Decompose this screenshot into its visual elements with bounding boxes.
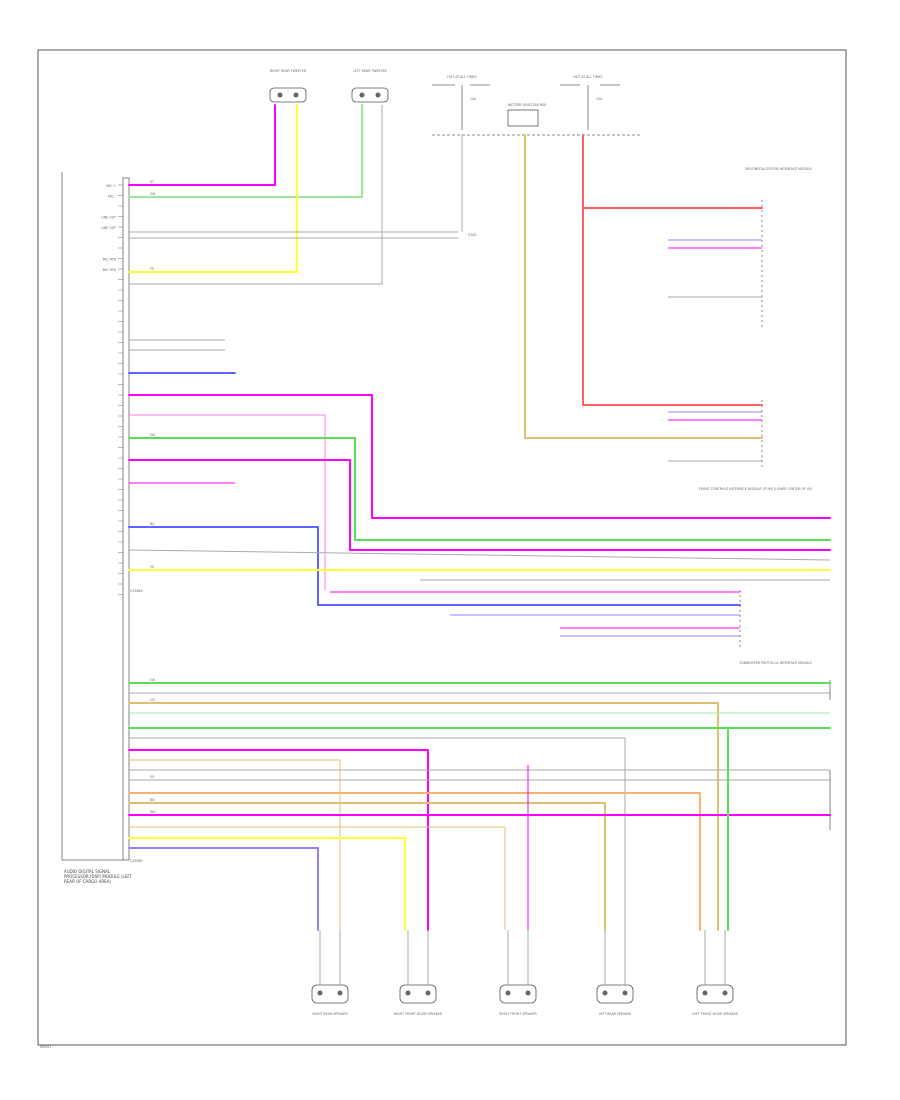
wire-harness: VT GN YE GN BU YE GN OG WH BN GY MIC + MIC - LINE OUT… [101, 104, 831, 931]
pin-label: LINE OUT [101, 226, 116, 230]
speaker-row: RIGHT REAR SPEAKER RIGHT FRONT DOOR SPEAK… [311, 930, 739, 1016]
wire-tag-gn-2: GN [150, 433, 155, 437]
wire-b-14 [129, 826, 506, 930]
wire-b-15 [128, 837, 406, 931]
wire-rr-tweeter-neg [128, 104, 298, 273]
wire-b-6 [129, 737, 626, 930]
wire-tag-vt-1: VT [150, 180, 154, 184]
speaker-2: RIGHT FRONT DOOR SPEAKER [394, 930, 443, 1016]
lower-module-label: FRONT CONTROLS INTERFACE MODULE (FCIM) (… [699, 487, 812, 491]
pin-label: LINE OUT [101, 216, 116, 220]
speaker-label: RIGHT FRONT DOOR SPEAKER [394, 1012, 443, 1016]
connector-id-b: C4308B [130, 859, 143, 863]
wire-long-magenta [128, 394, 831, 519]
fuse-b-rating: 10A [596, 97, 603, 101]
wire-long-green [128, 437, 831, 541]
wire-power-red [582, 134, 763, 406]
wire-tag-og: OG [150, 698, 156, 702]
wire-b-7 [128, 749, 429, 931]
right-module-upper: MULTIMEDIA SYSTEM INTERFACE MODULE [745, 167, 812, 330]
speaker-module-label: SUBWOOFER PROTOCOL INTERFACE MODULE [739, 661, 812, 665]
wire-tag-gy: GY [150, 775, 154, 779]
ground-label: G302 [468, 233, 477, 237]
speaker-4: LEFT REAR SPEAKER [596, 930, 634, 1016]
speaker-label: LEFT REAR SPEAKER [599, 1012, 632, 1016]
speaker-3: RIGHT FRONT SPEAKER [499, 930, 537, 1016]
wire-long-gray [128, 549, 831, 561]
fuse-b-label: HOT AT ALL TIMES [573, 75, 602, 79]
smart-junction-box [507, 109, 539, 127]
fuse-a-label: HOT AT ALL TIMES [447, 75, 476, 79]
pin-label: MIC RTN [103, 268, 117, 272]
upper-module-label: MULTIMEDIA SYSTEM INTERFACE MODULE [745, 167, 812, 171]
wire-tag-gn-3: GN [150, 678, 155, 682]
wire-power-tan [524, 134, 763, 439]
wire-tag-ye-2: YE [150, 565, 154, 569]
speaker-label: RIGHT REAR SPEAKER [312, 1012, 348, 1016]
pin-label: MIC - [108, 195, 116, 199]
wire-b-11 [128, 792, 701, 931]
left-rear-tweeter-label: LEFT REAR TWEETER [353, 69, 387, 73]
wire-tag-bu: BU [150, 522, 155, 526]
junction-box-label: BATTERY JUNCTION BOX [508, 103, 547, 107]
left-rear-tweeter: LEFT REAR TWEETER [351, 69, 389, 103]
speaker-5: LEFT FRONT DOOR SPEAKER [692, 930, 739, 1016]
diagram-id: W0001 [40, 1045, 51, 1049]
dsp-connector-strip [122, 177, 130, 861]
pin-label: MIC RTN [103, 258, 117, 262]
connector-id-a: C4308A [130, 589, 143, 593]
speaker-label: LEFT FRONT DOOR SPEAKER [692, 1012, 738, 1016]
right-rear-tweeter-label: RIGHT REAR TWEETER [270, 69, 307, 73]
subwoofer-interface-module: SUBWOOFER PROTOCOL INTERFACE MODULE [739, 590, 812, 665]
diagram-frame [37, 49, 847, 1046]
wire-lr-tweeter-pos [128, 104, 363, 198]
wire-b-16 [128, 847, 319, 931]
wire-b-12 [128, 802, 606, 931]
wire-b-8 [129, 759, 341, 930]
wire-b-3 [128, 702, 719, 931]
fuse-box: HOT AT ALL TIMES HOT AT ALL TIMES 10A 10… [432, 75, 640, 237]
wire-tag-gn-1: GN [150, 192, 155, 196]
right-module-lower: FRONT CONTROLS INTERFACE MODULE (FCIM) (… [699, 400, 812, 491]
wire-lr-tweeter-neg [129, 105, 383, 285]
right-rear-tweeter: RIGHT REAR TWEETER [269, 69, 307, 103]
wire-tag-bn: BN [150, 798, 155, 802]
wire-tag-ye-1: YE [150, 267, 154, 271]
pin-label: MIC + [106, 184, 116, 188]
fuse-a-rating: 10A [470, 97, 477, 101]
wire-long-blue [128, 526, 741, 606]
wire-tag-wh: WH [150, 810, 156, 814]
wire-rr-tweeter-pos [128, 104, 276, 186]
dsp-module-outline [61, 172, 123, 861]
speaker-label: RIGHT FRONT SPEAKER [499, 1012, 537, 1016]
wire-long-pink [129, 414, 326, 590]
speaker-1: RIGHT REAR SPEAKER [311, 930, 349, 1016]
wire-long-magenta-2 [128, 459, 831, 551]
